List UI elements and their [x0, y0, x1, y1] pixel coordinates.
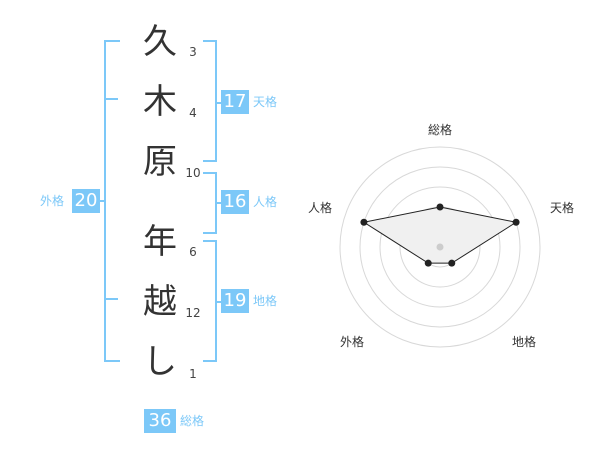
stroke-count: 1 [189, 367, 197, 381]
radar-center-dot [436, 243, 444, 251]
outer-bracket-connector [100, 200, 104, 202]
bracket-connector [217, 301, 221, 303]
radar-ring [379, 186, 501, 308]
radar-ring [359, 166, 521, 328]
radar-point [424, 259, 432, 267]
radar-points [360, 203, 520, 267]
stroke-count: 3 [189, 45, 197, 59]
radar-axis-label-chikaku: 地格 [512, 334, 536, 349]
radar-point [512, 218, 520, 226]
bracket-connector [217, 102, 221, 104]
radar-axis-label-jinkaku: 人格 [308, 200, 332, 215]
radar-polygon [362, 206, 518, 264]
radar-point [436, 203, 444, 211]
bracket-connector [217, 202, 221, 204]
given-char-2: 越 [143, 282, 177, 322]
outer-bracket [104, 40, 120, 362]
jinkaku-value: 16 [221, 190, 249, 214]
radar-point [360, 218, 368, 226]
gaikaku-value: 20 [72, 189, 100, 213]
surname-char-2: 木 [143, 82, 177, 122]
tenkaku-label: 天格 [253, 95, 278, 109]
radar-axis-label-gaikaku: 外格 [340, 334, 364, 349]
tenkaku-bracket [203, 40, 217, 162]
stroke-count: 10 [185, 166, 201, 180]
stroke-count: 6 [189, 245, 197, 259]
radar-ring [339, 146, 541, 348]
surname-char-1: 久 [143, 22, 177, 62]
stroke-count: 4 [189, 106, 197, 120]
radar-point [448, 259, 456, 267]
soukaku-value: 36 [144, 409, 176, 433]
surname-char-3: 原 [143, 142, 177, 182]
jinkaku-label: 人格 [253, 195, 278, 209]
outer-bracket-stub [104, 298, 118, 300]
outer-bracket-stub [104, 98, 118, 100]
tenkaku-value: 17 [221, 90, 249, 114]
chikaku-bracket [203, 240, 217, 362]
chikaku-value: 19 [221, 289, 249, 313]
gaikaku-label: 外格 [40, 194, 65, 208]
given-char-1: 年 [143, 222, 177, 262]
stroke-count: 12 [185, 306, 201, 320]
given-char-3: し [143, 342, 177, 382]
chikaku-label: 地格 [253, 294, 278, 308]
soukaku-label: 総格 [180, 414, 205, 428]
radar-axis-label-tenkaku: 天格 [550, 200, 574, 215]
radar-axis-label-sougaku: 総格 [428, 122, 452, 137]
jinkaku-bracket [203, 172, 217, 234]
